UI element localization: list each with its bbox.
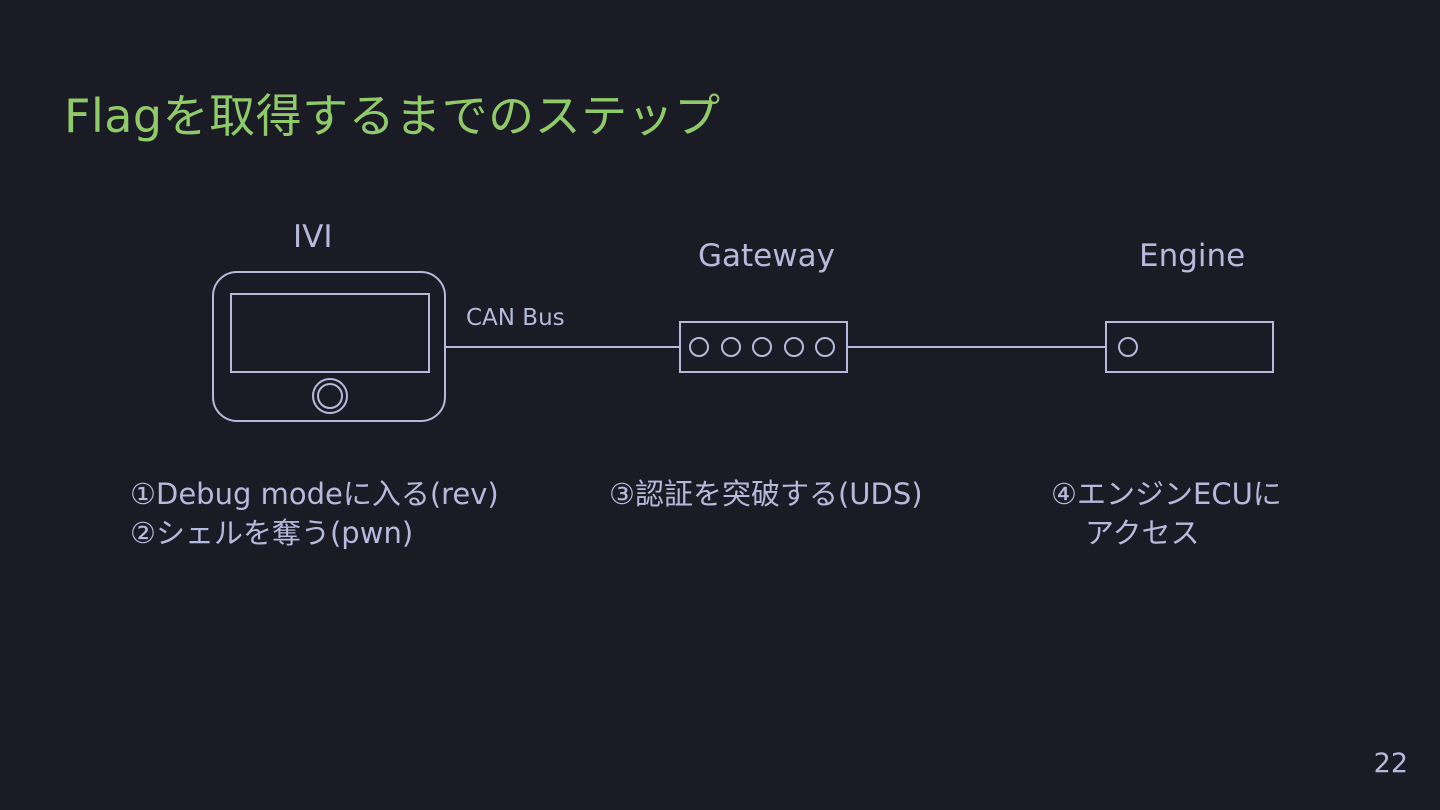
engine-label: Engine (1139, 238, 1246, 274)
slide-title: Flagを取得するまでのステップ (64, 89, 721, 143)
ivi-screen-icon (212, 271, 446, 422)
step-bypass-auth: ③認証を突破する(UDS) (609, 477, 923, 511)
step-debug-mode: ①Debug modeに入る(rev) (130, 477, 499, 511)
gateway-label: Gateway (698, 238, 835, 274)
engine-ecu-icon (1105, 321, 1274, 373)
step-access-engine-ecu-cont: アクセス (1085, 516, 1200, 550)
ivi-label: IVI (293, 219, 333, 255)
step-get-shell: ②シェルを奪う(pwn) (130, 516, 414, 550)
gateway-ports-icon (679, 321, 848, 373)
gateway-steps: ③認証を突破する(UDS) (609, 475, 923, 514)
engine-steps: ④エンジンECUに アクセス (1051, 475, 1282, 553)
page-number: 22 (1373, 748, 1408, 779)
step-access-engine-ecu: ④エンジンECUに (1051, 477, 1282, 511)
can-bus-label: CAN Bus (466, 305, 565, 331)
ivi-steps: ①Debug modeに入る(rev) ②シェルを奪う(pwn) (130, 475, 499, 553)
